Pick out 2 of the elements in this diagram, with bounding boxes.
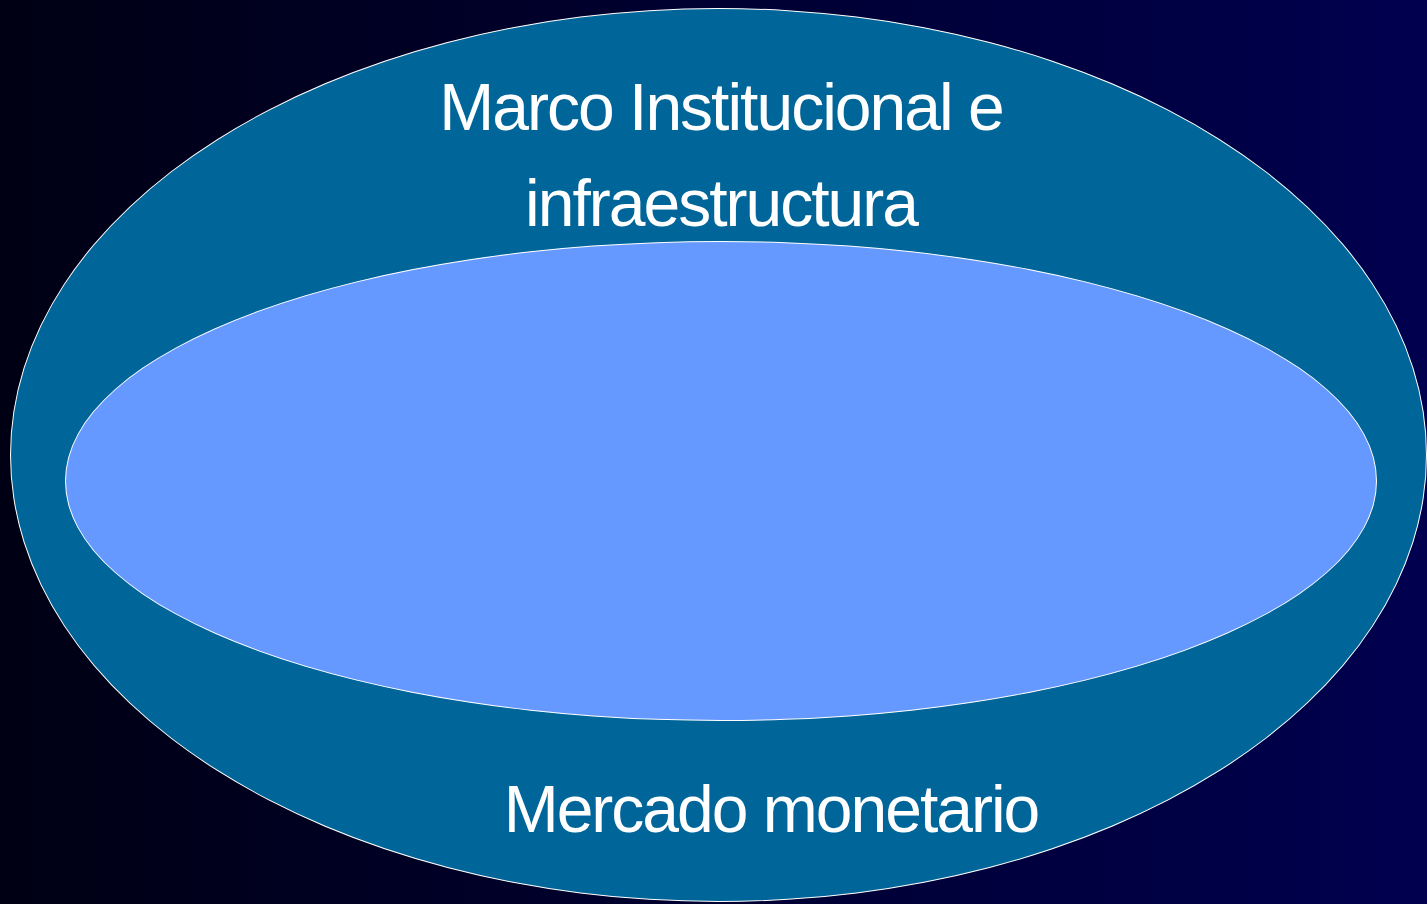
heading-text: Marco Institucional e infraestructura — [438, 69, 1004, 242]
ellipse-label: Mercado monetario — [502, 771, 1040, 848]
